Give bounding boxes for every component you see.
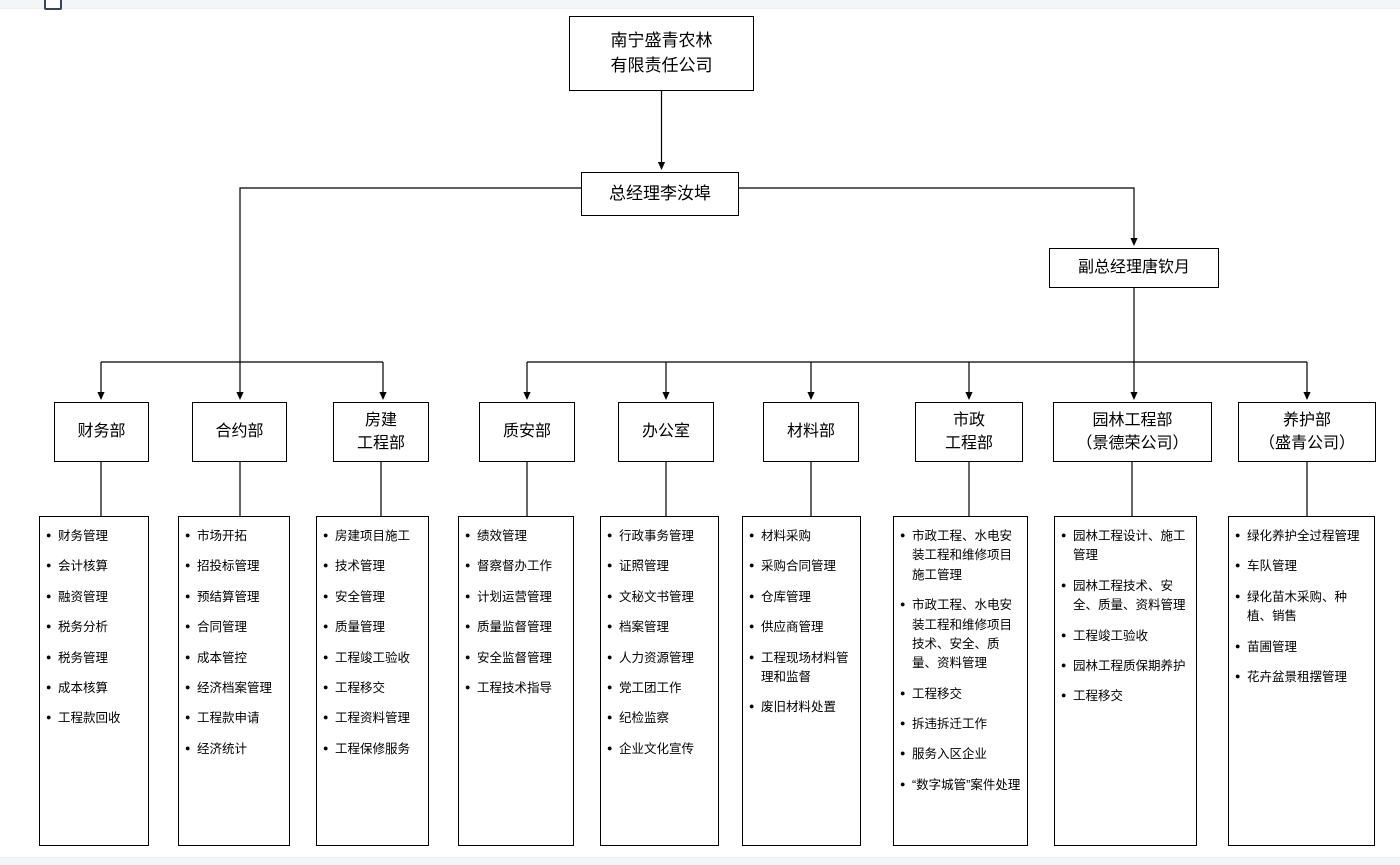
- department-label: 房建 工程部: [356, 411, 405, 452]
- duty-item: 仓库管理: [749, 588, 854, 607]
- duty-item: 经济统计: [185, 740, 283, 759]
- duty-list-finance: 财务管理会计核算融资管理税务分析税务管理成本核算工程款回收: [39, 516, 149, 846]
- duty-item: 绿化苗木采购、种植、销售: [1235, 588, 1368, 627]
- department-node-municipal[interactable]: 市政 工程部: [915, 402, 1023, 462]
- duty-item: 预结算管理: [185, 588, 283, 607]
- duty-item: 招投标管理: [185, 557, 283, 576]
- duty-item: 人力资源管理: [607, 649, 712, 668]
- duty-item: 会计核算: [46, 557, 142, 576]
- duty-item: 花卉盆景租摆管理: [1235, 668, 1368, 687]
- company-label: 南宁盛青农林 有限责任公司: [610, 30, 713, 75]
- deputy-general-manager-node[interactable]: 副总经理唐钦月: [1049, 248, 1219, 288]
- duty-item: 文秘文书管理: [607, 588, 712, 607]
- duty-item: 成本核算: [46, 679, 142, 698]
- general-manager-label: 总经理李汝埠: [609, 183, 711, 203]
- duty-item: 企业文化宣传: [607, 740, 712, 759]
- duty-item: 工程款回收: [46, 709, 142, 728]
- department-node-maintenance[interactable]: 养护部 （盛青公司）: [1238, 402, 1376, 462]
- duty-item: 采购合同管理: [749, 557, 854, 576]
- duty-item: “数字城管”案件处理: [900, 776, 1021, 795]
- duty-item: 工程移交: [323, 679, 422, 698]
- duty-item: 安全监督管理: [465, 649, 567, 668]
- duty-list-contract: 市场开拓招投标管理预结算管理合同管理成本管控经济档案管理工程款申请经济统计: [178, 516, 290, 846]
- department-node-office[interactable]: 办公室: [618, 402, 714, 462]
- duty-list-quality-safety: 绩效管理督察督办工作计划运营管理质量监督管理安全监督管理工程技术指导: [458, 516, 574, 846]
- duty-item: 车队管理: [1235, 557, 1368, 576]
- duty-item: 行政事务管理: [607, 527, 712, 546]
- department-label: 园林工程部 （景德荣公司）: [1076, 411, 1189, 452]
- duty-item: 纪检监察: [607, 709, 712, 728]
- duty-item: 质量监督管理: [465, 618, 567, 637]
- duty-item: 苗圃管理: [1235, 638, 1368, 657]
- duty-item: 绩效管理: [465, 527, 567, 546]
- duty-list-municipal: 市政工程、水电安装工程和维修项目施工管理市政工程、水电安装工程和维修项目技术、安…: [893, 516, 1028, 846]
- duty-item: 工程移交: [1061, 687, 1190, 706]
- duty-item: 技术管理: [323, 557, 422, 576]
- duty-item: 工程竣工验收: [1061, 627, 1190, 646]
- duty-list-maintenance: 绿化养护全过程管理车队管理绿化苗木采购、种植、销售苗圃管理花卉盆景租摆管理: [1228, 516, 1375, 846]
- duty-item: 供应商管理: [749, 618, 854, 637]
- department-node-contract[interactable]: 合约部: [192, 402, 287, 462]
- department-node-finance[interactable]: 财务部: [54, 402, 149, 462]
- duty-item: 档案管理: [607, 618, 712, 637]
- duty-item: 证照管理: [607, 557, 712, 576]
- department-label: 办公室: [641, 423, 690, 441]
- duty-item: 材料采购: [749, 527, 854, 546]
- department-node-quality-safety[interactable]: 质安部: [479, 402, 575, 462]
- duty-item: 合同管理: [185, 618, 283, 637]
- duty-item: 督察督办工作: [465, 557, 567, 576]
- duty-item: 废旧材料处置: [749, 698, 854, 717]
- company-node[interactable]: 南宁盛青农林 有限责任公司: [569, 16, 754, 91]
- duty-item: 融资管理: [46, 588, 142, 607]
- duty-item: 工程技术指导: [465, 679, 567, 698]
- duty-item: 绿化养护全过程管理: [1235, 527, 1368, 546]
- document-icon[interactable]: [44, 0, 62, 10]
- deputy-general-manager-label: 副总经理唐钦月: [1077, 259, 1190, 277]
- duty-list-office: 行政事务管理证照管理文秘文书管理档案管理人力资源管理党工团工作纪检监察企业文化宣…: [600, 516, 719, 846]
- duty-item: 工程竣工验收: [323, 649, 422, 668]
- duty-item: 税务分析: [46, 618, 142, 637]
- general-manager-node[interactable]: 总经理李汝埠: [581, 172, 739, 216]
- duty-item: 工程现场材料管理和监督: [749, 649, 854, 688]
- duty-item: 工程保修服务: [323, 740, 422, 759]
- duty-item: 市政工程、水电安装工程和维修项目施工管理: [900, 527, 1021, 585]
- duty-item: 工程资料管理: [323, 709, 422, 728]
- toolbar-strip: [0, 0, 1400, 10]
- duty-item: 财务管理: [46, 527, 142, 546]
- duty-item: 工程移交: [900, 685, 1021, 704]
- duty-item: 房建项目施工: [323, 527, 422, 546]
- duty-item: 安全管理: [323, 588, 422, 607]
- duty-list-materials: 材料采购采购合同管理仓库管理供应商管理工程现场材料管理和监督废旧材料处置: [742, 516, 861, 846]
- duty-item: 工程款申请: [185, 709, 283, 728]
- duty-item: 园林工程设计、施工管理: [1061, 527, 1190, 566]
- department-label: 财务部: [77, 423, 126, 441]
- bottom-strip: [0, 857, 1400, 865]
- department-label: 质安部: [502, 423, 551, 441]
- department-label: 材料部: [786, 423, 835, 441]
- duty-item: 经济档案管理: [185, 679, 283, 698]
- department-label: 合约部: [215, 423, 264, 441]
- duty-item: 园林工程技术、安全、质量、资料管理: [1061, 577, 1190, 616]
- duty-item: 成本管控: [185, 649, 283, 668]
- duty-item: 市政工程、水电安装工程和维修项目技术、安全、质量、资料管理: [900, 596, 1021, 674]
- duty-item: 党工团工作: [607, 679, 712, 698]
- duty-list-landscape: 园林工程设计、施工管理园林工程技术、安全、质量、资料管理工程竣工验收园林工程质保…: [1054, 516, 1197, 846]
- duty-item: 税务管理: [46, 649, 142, 668]
- department-node-building[interactable]: 房建 工程部: [333, 402, 429, 462]
- department-node-materials[interactable]: 材料部: [763, 402, 859, 462]
- department-label: 市政 工程部: [944, 411, 993, 452]
- duty-item: 园林工程质保期养护: [1061, 657, 1190, 676]
- duty-list-building: 房建项目施工技术管理安全管理质量管理工程竣工验收工程移交工程资料管理工程保修服务: [316, 516, 429, 846]
- duty-item: 质量管理: [323, 618, 422, 637]
- department-node-landscape[interactable]: 园林工程部 （景德荣公司）: [1053, 402, 1212, 462]
- duty-item: 市场开拓: [185, 527, 283, 546]
- duty-item: 拆违拆迁工作: [900, 715, 1021, 734]
- department-label: 养护部 （盛青公司）: [1258, 411, 1355, 452]
- duty-item: 服务入区企业: [900, 745, 1021, 764]
- duty-item: 计划运营管理: [465, 588, 567, 607]
